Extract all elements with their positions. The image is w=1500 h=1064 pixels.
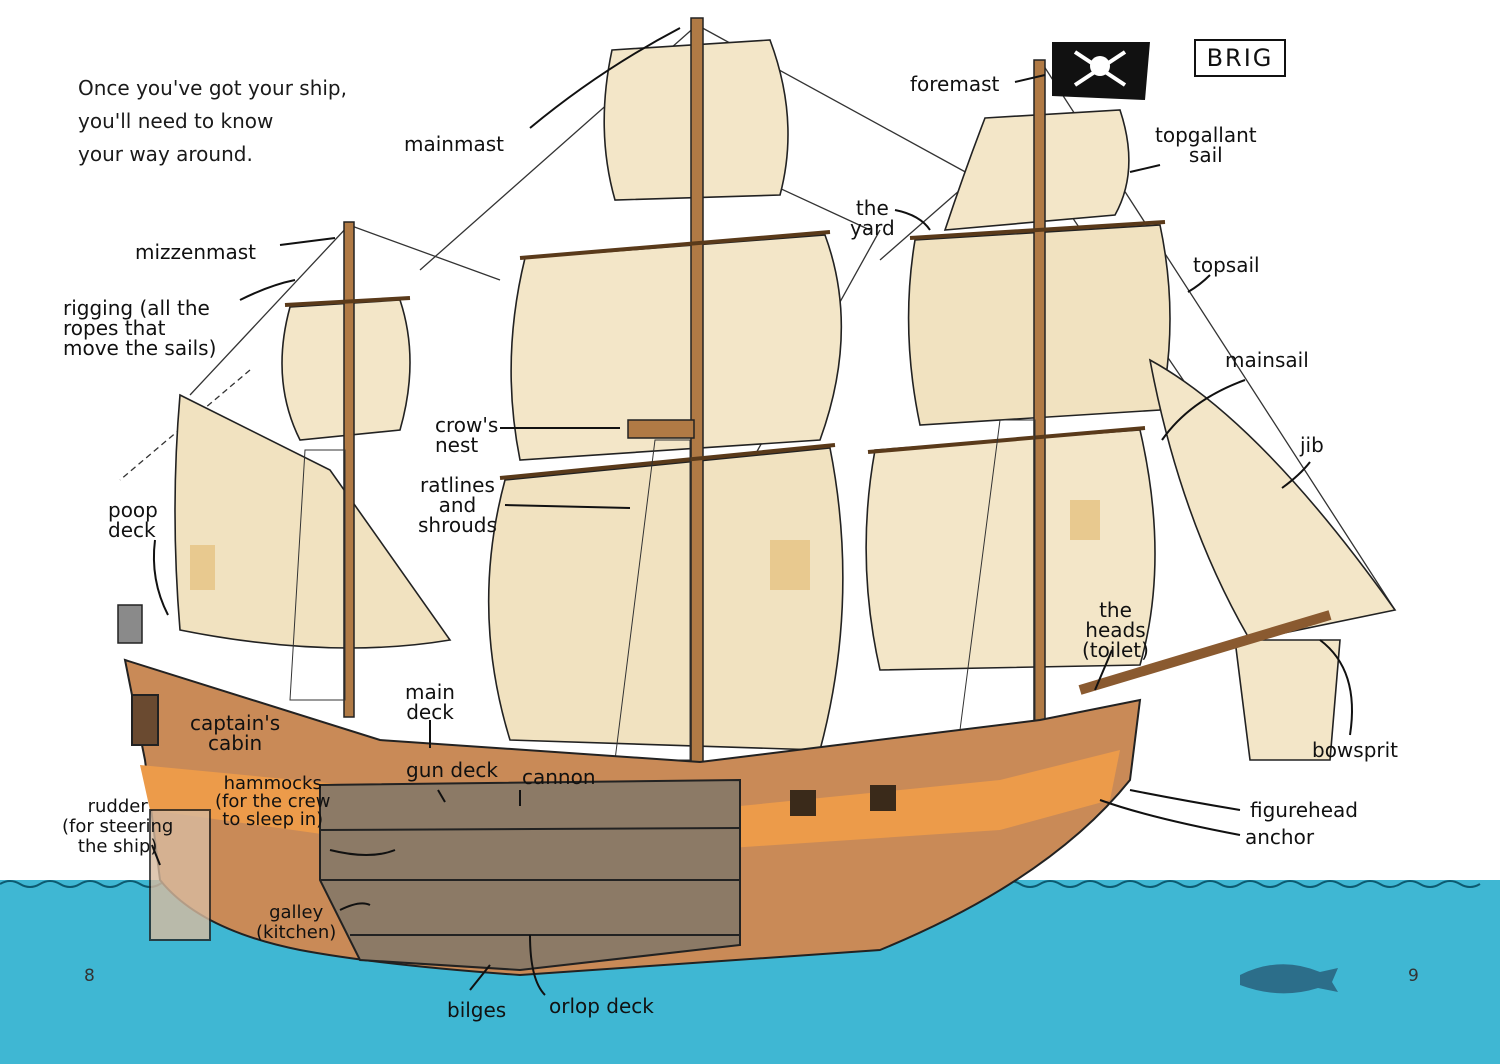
label-rudder: rudder (for steering the ship)	[62, 796, 174, 857]
page-number-left: 8	[84, 966, 95, 986]
label-poop-deck: poop deck	[108, 498, 158, 542]
label-topgallant-sail: topgallant sail	[1155, 123, 1257, 167]
label-mainmast: mainmast	[404, 132, 504, 156]
stern-lantern	[117, 604, 143, 644]
shark	[1240, 964, 1338, 994]
gun-ports	[790, 785, 896, 816]
intro-line: you'll need to know	[78, 109, 274, 133]
label-captains-cabin: captain's cabin	[190, 711, 281, 755]
label-gun-deck: gun deck	[406, 758, 498, 782]
label-main-deck: main deck	[405, 680, 455, 724]
page-number-right: 9	[1408, 966, 1419, 986]
label-hammocks: hammocks (for the crew to sleep in)	[215, 773, 331, 830]
crows-nest-platform	[627, 419, 695, 439]
intro-text: Once you've got your ship, you'll need t…	[78, 72, 398, 171]
label-galley: galley (kitchen)	[256, 902, 337, 943]
label-foremast: foremast	[910, 72, 1000, 96]
label-crows-nest: crow's nest	[435, 413, 499, 457]
hull	[123, 658, 1142, 977]
label-the-heads: the heads (toilet)	[1082, 598, 1149, 662]
pirate-flag	[1052, 42, 1150, 100]
label-bilges: bilges	[447, 998, 507, 1022]
label-the-yard: the yard	[850, 196, 895, 240]
label-figurehead: figurehead	[1250, 798, 1358, 822]
label-ratlines-and-shrouds: ratlines and shrouds	[418, 473, 497, 537]
label-rigging: rigging (all the ropes that move the sai…	[63, 296, 217, 360]
label-arrows	[151, 27, 1353, 996]
label-bowsprit: bowsprit	[1312, 738, 1399, 762]
label-orlop-deck: orlop deck	[549, 994, 654, 1018]
yards	[284, 220, 1166, 480]
label-mizzenmast: mizzenmast	[135, 240, 257, 264]
label-anchor: anchor	[1245, 825, 1315, 849]
bowsprit-spar	[1078, 610, 1332, 695]
ship-type-badge: BRIG	[1194, 39, 1286, 77]
intro-line: Once you've got your ship,	[78, 76, 347, 100]
label-cannon: cannon	[522, 765, 596, 789]
label-jib: jib	[1300, 433, 1324, 457]
main-sails	[487, 39, 844, 751]
label-mainsail: mainsail	[1225, 348, 1309, 372]
label-topsail: topsail	[1193, 253, 1260, 277]
intro-line: your way around.	[78, 142, 253, 166]
